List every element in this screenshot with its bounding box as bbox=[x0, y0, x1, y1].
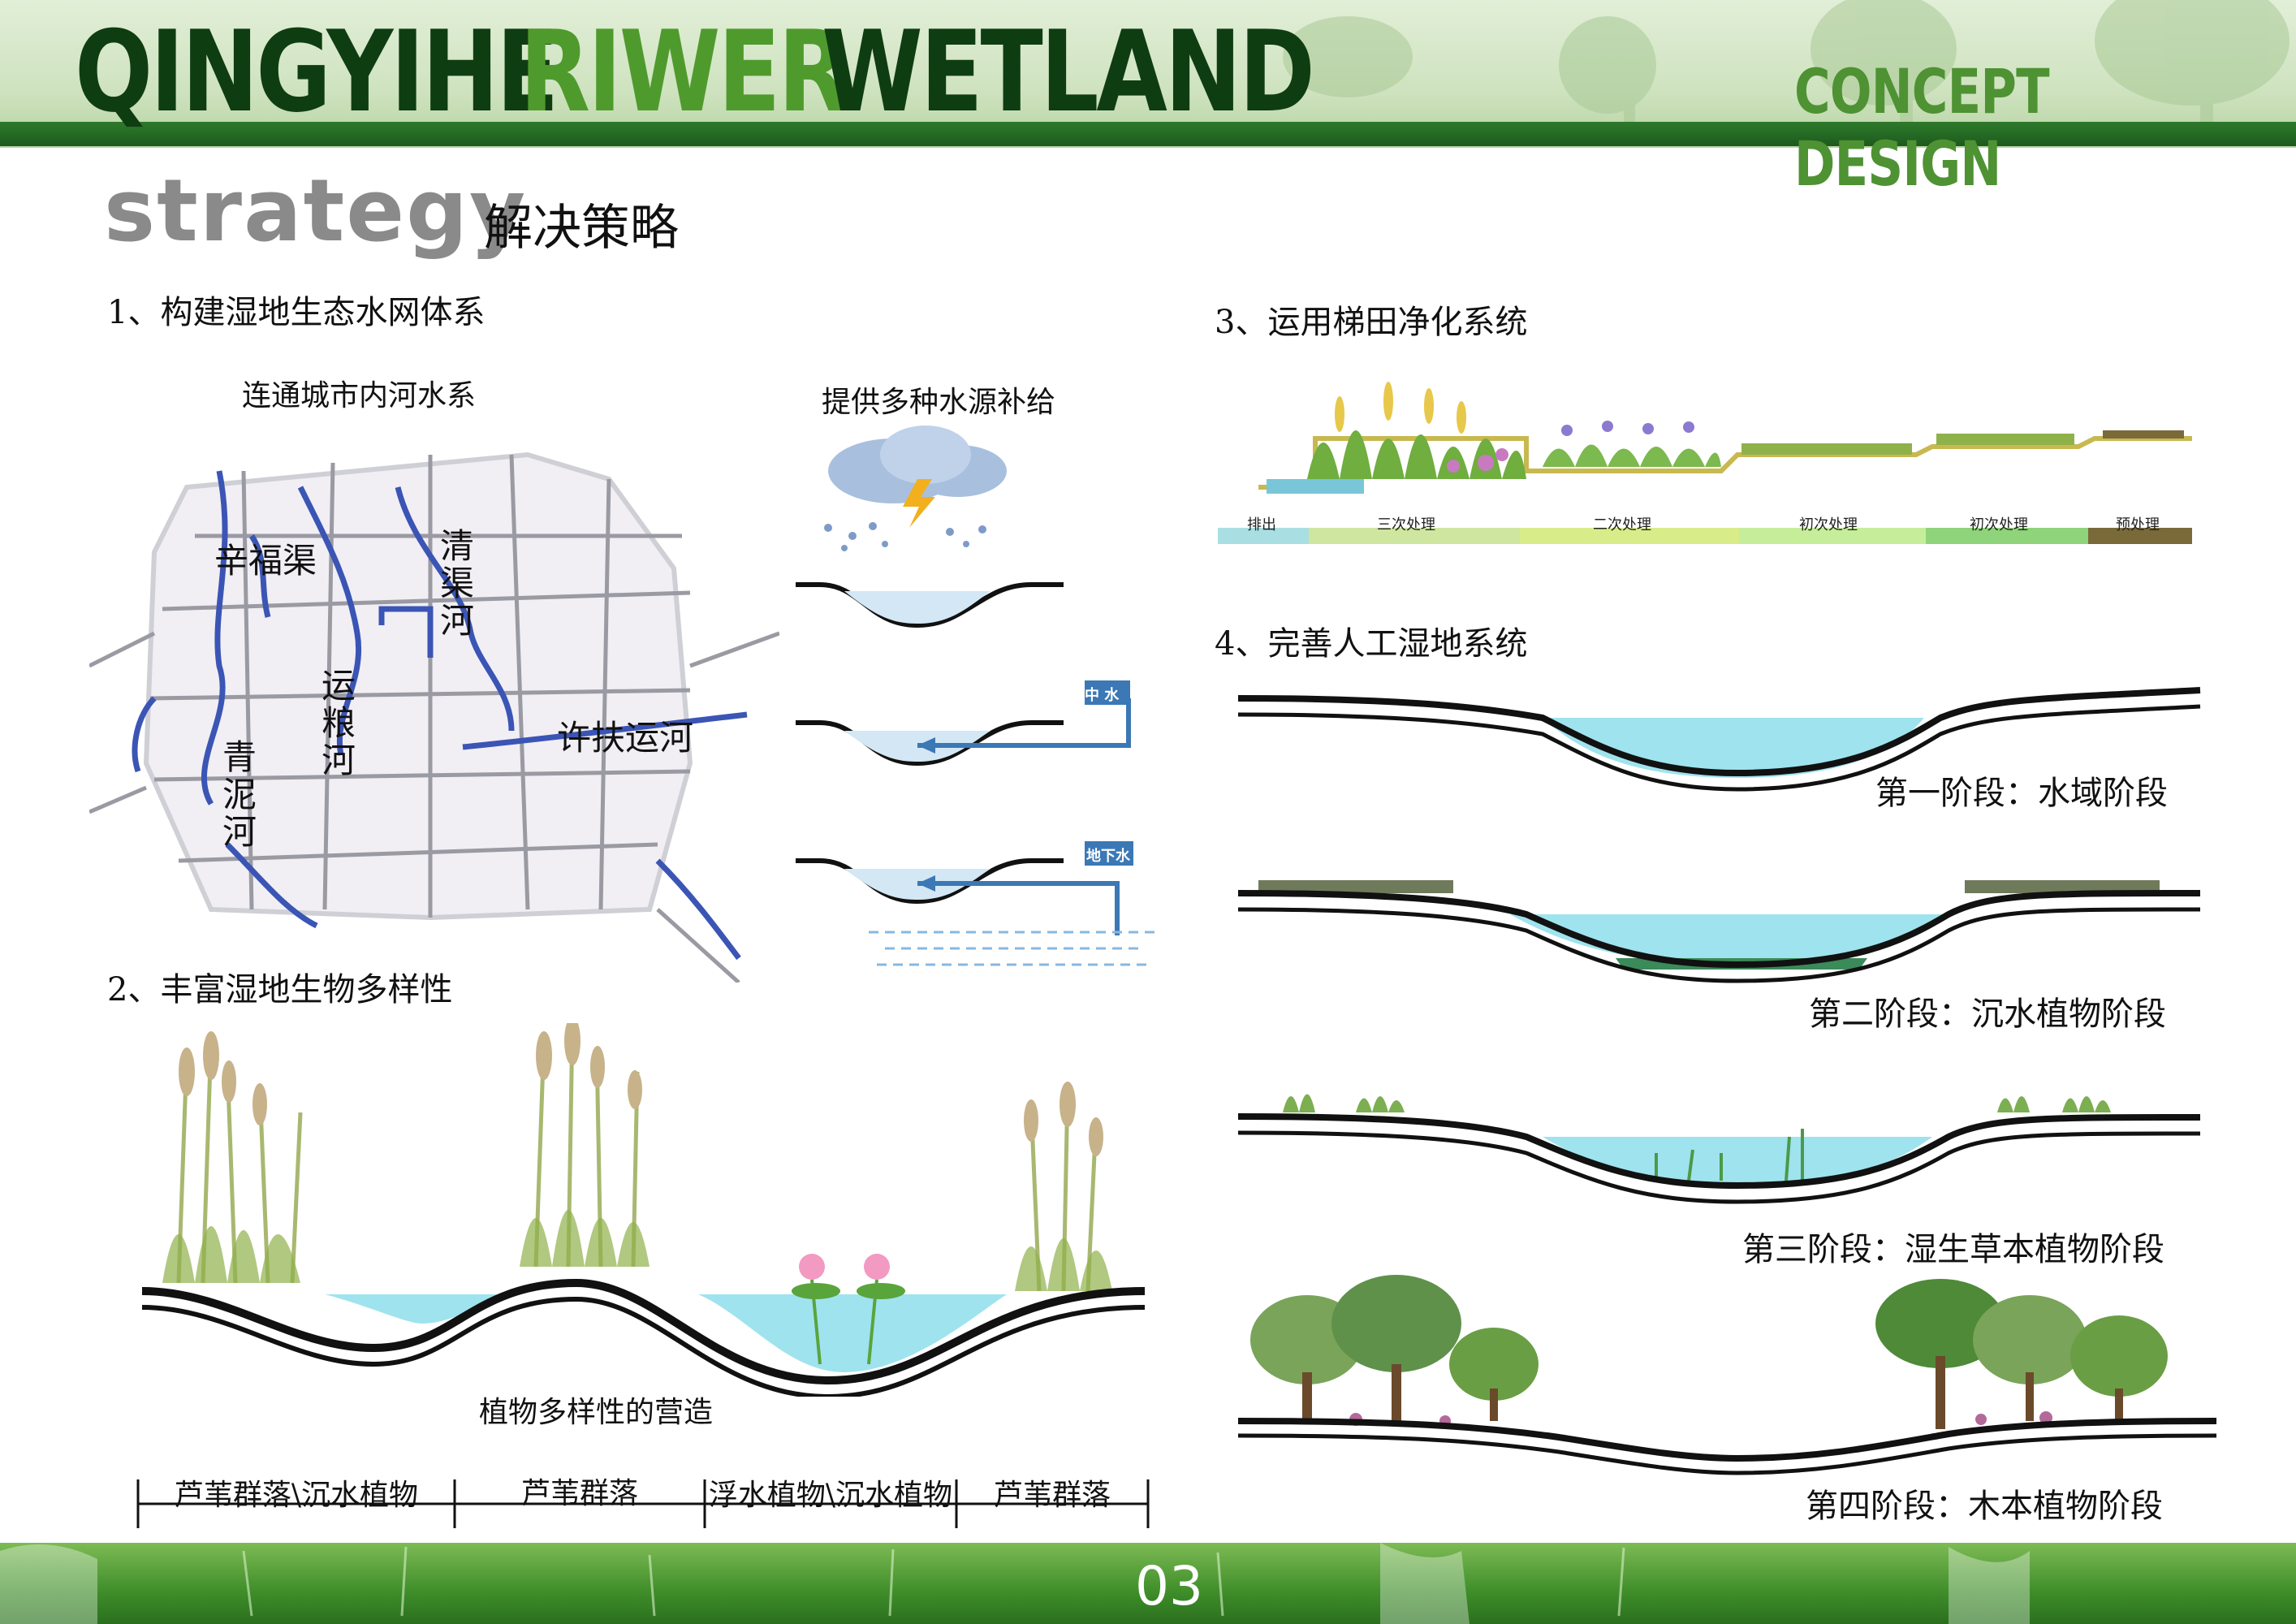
river-label-xufuyunhe: 许扶运河 bbox=[557, 718, 694, 758]
map-caption: 连通城市内河水系 bbox=[242, 379, 477, 412]
section4-heading: 4、完善人工湿地系统 bbox=[1215, 625, 1528, 663]
phase4-label: 第四阶段：木本植物阶段 bbox=[1806, 1488, 2163, 1525]
phase2-label: 第二阶段：沉水植物阶段 bbox=[1809, 996, 2166, 1033]
stage-label-tertiary: 三次处理 bbox=[1377, 516, 1435, 533]
phase1-water-section bbox=[1237, 687, 2201, 792]
stage-segment-secondary bbox=[1520, 528, 1739, 544]
stage-label-primary-2: 初次处理 bbox=[1970, 516, 2028, 533]
stage-segment-primary-1 bbox=[1739, 528, 1926, 544]
zone-label-1: 芦苇群落\沉水植物 bbox=[174, 1479, 419, 1512]
zone-label-2: 芦苇群落 bbox=[520, 1477, 638, 1510]
biodiversity-section-diagram bbox=[141, 1023, 1146, 1397]
zone-ruler bbox=[136, 1479, 1150, 1528]
wetland-plants-tier2 bbox=[1543, 421, 1721, 467]
water-source-diagrams bbox=[796, 425, 1161, 966]
biodiversity-caption: 植物多样性的营造 bbox=[479, 1396, 714, 1429]
stage-segment-tertiary bbox=[1309, 528, 1520, 544]
strategy-heading: strategy bbox=[104, 161, 528, 261]
footer-grass-texture bbox=[0, 1543, 2030, 1624]
reed-cluster-left bbox=[162, 1031, 303, 1284]
stage-label-discharge: 排出 bbox=[1247, 516, 1276, 533]
title-qingyihe: QINGYIHE bbox=[75, 6, 559, 137]
lotus-icon bbox=[792, 1254, 905, 1365]
zone-label-4: 芦苇群落 bbox=[993, 1479, 1111, 1512]
river-network-map bbox=[89, 451, 779, 983]
section3-heading: 3、运用梯田净化系统 bbox=[1215, 304, 1528, 341]
river-label-xinfuqu: 辛福渠 bbox=[214, 541, 317, 581]
treatment-stage-bar bbox=[1218, 528, 2192, 544]
title-riwer: RIWER bbox=[520, 6, 848, 137]
reed-cluster-middle bbox=[520, 1023, 650, 1268]
tag-groundwater: 地下水 bbox=[1086, 848, 1130, 865]
stage-label-primary-1: 初次处理 bbox=[1799, 516, 1858, 533]
tag-reclaimed-water: 中 水 bbox=[1085, 687, 1120, 704]
stage-segment-primary-2 bbox=[1926, 528, 2088, 544]
phase2-submerged-section bbox=[1237, 880, 2201, 983]
title-wetland: WETLAND bbox=[822, 6, 1315, 137]
water-source-caption: 提供多种水源补给 bbox=[822, 386, 1056, 419]
header-bar bbox=[0, 122, 2296, 146]
rain-cloud-icon bbox=[824, 425, 1007, 551]
phase4-woody-section bbox=[1237, 1275, 2217, 1475]
strategy-heading-cn: 解决策略 bbox=[484, 200, 679, 257]
phase3-label: 第三阶段：湿生草本植物阶段 bbox=[1742, 1231, 2164, 1268]
header-tree-silhouettes bbox=[1283, 0, 2290, 130]
stage-segment-discharge bbox=[1218, 528, 1309, 544]
phase3-herbaceous-section bbox=[1237, 1094, 2201, 1204]
river-label-qingquhe: 清渠河 bbox=[439, 526, 474, 641]
section2-heading: 2、丰富湿地生物多样性 bbox=[107, 971, 453, 1009]
reed-cluster-right bbox=[1015, 1082, 1112, 1292]
stage-segment-pretreatment bbox=[2088, 528, 2192, 544]
stage-label-secondary: 二次处理 bbox=[1593, 516, 1651, 533]
terrace-purification-diagram bbox=[1258, 382, 2192, 494]
tree-group-left bbox=[1250, 1275, 1539, 1421]
tree-group-right bbox=[1875, 1279, 2168, 1429]
zone-label-3: 浮水植物\沉水植物 bbox=[708, 1479, 953, 1512]
concept-design-label: CONCEPT DESIGN bbox=[1794, 55, 2050, 200]
river-label-qingnihe: 青泥河 bbox=[222, 737, 257, 852]
footer-grass-band bbox=[0, 1543, 2296, 1624]
stage-label-pretreatment: 预处理 bbox=[2116, 516, 2160, 533]
page-number: 03 bbox=[1135, 1555, 1203, 1618]
wetland-plants-tier3 bbox=[1307, 382, 1526, 479]
river-label-yunlianghe: 运粮河 bbox=[321, 666, 356, 780]
section1-heading: 1、构建湿地生态水网体系 bbox=[107, 294, 486, 331]
phase1-label: 第一阶段：水域阶段 bbox=[1875, 775, 2168, 812]
